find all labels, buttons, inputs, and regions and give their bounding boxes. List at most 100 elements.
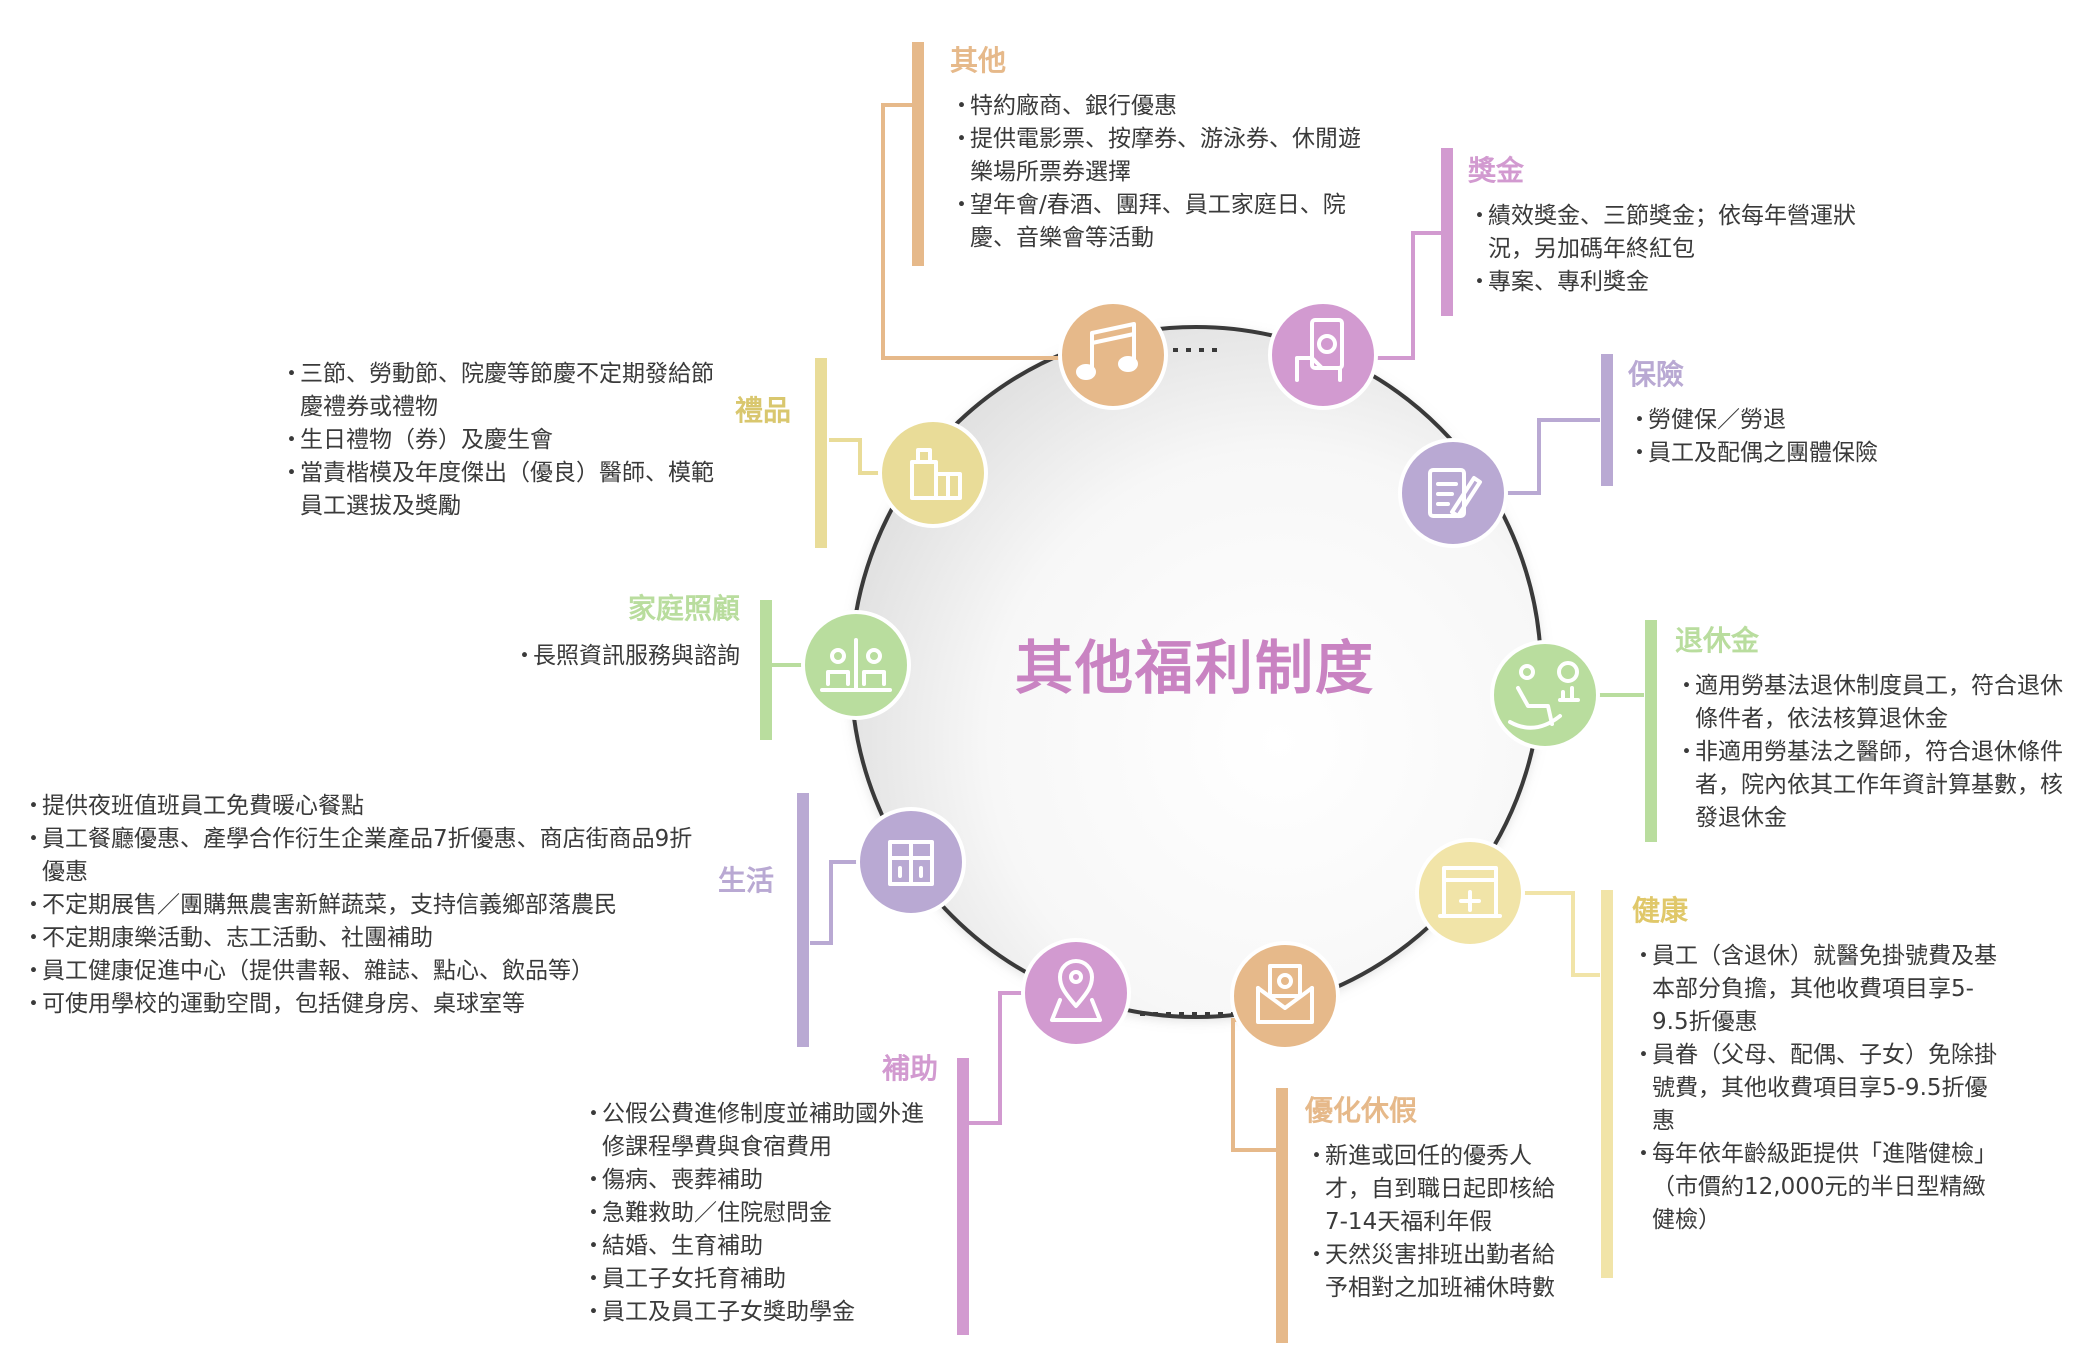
- list-item: 生日禮物（券）及慶生會: [280, 424, 720, 457]
- list-item: 每年依年齡級距提供「進階健檢」（市價約12,000元的半日型精緻健檢）: [1632, 1138, 2007, 1237]
- list-gifts: 三節、勞動節、院慶等節慶不定期發給節慶禮券或禮物生日禮物（券）及慶生會當責楷模及…: [280, 358, 720, 523]
- envelope-icon: [1256, 964, 1314, 1024]
- connector-other: [881, 103, 1064, 360]
- list-item: 適用勞基法退休制度員工，符合退休條件者，依法核算退休金: [1675, 670, 2075, 736]
- badge-leave[interactable]: [1230, 941, 1340, 1051]
- block-other: 其他 特約廠商、銀行優惠提供電影票、按摩券、游泳券、休閒遊樂場所票券選擇望年會/…: [950, 42, 1370, 255]
- list-family: 長照資訊服務與諮詢: [430, 640, 740, 673]
- list-life: 提供夜班值班員工免費暖心餐點員工餐廳優惠、產學合作衍生企業產品7折優惠、商店街商…: [22, 790, 712, 1021]
- connector-gifts: [829, 438, 887, 475]
- list-item: 當責楷模及年度傑出（優良）醫師、模範員工選拔及獎勵: [280, 457, 720, 523]
- badge-health[interactable]: [1415, 838, 1525, 948]
- connector-insurance: [1497, 418, 1600, 495]
- list-item: 急難救助／住院慰問金: [582, 1197, 944, 1230]
- connector-lines: [760, 42, 1657, 1343]
- list-item: 長照資訊服務與諮詢: [430, 640, 740, 673]
- list-item: 提供電影票、按摩券、游泳券、休閒遊樂場所票券選擇: [950, 123, 1370, 189]
- list-item: 不定期康樂活動、志工活動、社團補助: [22, 922, 712, 955]
- map-pin-icon: [1050, 959, 1102, 1022]
- block-gifts: 三節、勞動節、院慶等節慶不定期發給節慶禮券或禮物生日禮物（券）及慶生會當責楷模及…: [280, 358, 720, 523]
- list-item: 結婚、生育補助: [582, 1230, 944, 1263]
- list-item: 員工健康促進中心（提供書報、雜誌、點心、飲品等）: [22, 955, 712, 988]
- list-item: 不定期展售／團購無農害新鮮蔬菜，支持信義鄉部落農民: [22, 889, 712, 922]
- badge-bonus[interactable]: [1268, 300, 1378, 410]
- block-leave: 優化休假 新進或回任的優秀人才，自到職日起即核給7-14天福利年假天然災害排班出…: [1305, 1092, 1575, 1305]
- rocking-chair-icon: [1508, 661, 1580, 730]
- bar-other: [912, 42, 924, 266]
- title-bonus: 獎金: [1468, 154, 1525, 187]
- list-other: 特約廠商、銀行優惠提供電影票、按摩券、游泳券、休閒遊樂場所票券選擇望年會/春酒、…: [950, 90, 1370, 255]
- block-subsidy: 補助 公假公費進修制度並補助國外進修課程學費與食宿費用傷病、喪葬補助急難救助／住…: [582, 1050, 944, 1329]
- list-item: 員眷（父母、配偶、子女）免除掛號費，其他收費項目享5-9.5折優惠: [1632, 1039, 2007, 1138]
- badge-life[interactable]: [856, 807, 966, 917]
- gift-icon: [910, 448, 962, 500]
- block-family: 長照資訊服務與諮詢: [430, 640, 740, 673]
- list-subsidy: 公假公費進修制度並補助國外進修課程學費與食宿費用傷病、喪葬補助急難救助／住院慰問…: [582, 1098, 944, 1329]
- connector-bonus: [1364, 231, 1441, 360]
- list-item: 三節、勞動節、院慶等節慶不定期發給節慶禮券或禮物: [280, 358, 720, 424]
- list-item: 績效獎金、三節獎金；依每年營運狀況，另加碼年終紅包: [1468, 200, 1878, 266]
- list-bonus: 績效獎金、三節獎金；依每年營運狀況，另加碼年終紅包專案、專利獎金: [1468, 200, 1878, 299]
- title-insurance: 保險: [1628, 358, 1685, 391]
- connector-life: [810, 860, 866, 945]
- list-leave: 新進或回任的優秀人才，自到職日起即核給7-14天福利年假天然災害排班出勤者給予相…: [1305, 1140, 1575, 1305]
- center-disc: [851, 327, 1541, 1017]
- block-health: 健康 員工（含退休）就醫免掛號費及基本部分負擔，其他收費項目享5-9.5折優惠員…: [1632, 892, 2007, 1237]
- badge-insurance[interactable]: [1398, 438, 1508, 548]
- title-gifts: 禮品: [735, 394, 792, 427]
- list-item: 勞健保／勞退: [1628, 404, 1958, 437]
- center-title: 其他福利制度: [1014, 634, 1375, 702]
- badge-gifts[interactable]: [878, 418, 988, 528]
- title-life: 生活: [718, 864, 775, 897]
- list-item: 專案、專利獎金: [1468, 266, 1878, 299]
- bar-insurance: [1601, 354, 1613, 486]
- bar-family: [760, 600, 772, 740]
- list-item: 傷病、喪葬補助: [582, 1164, 944, 1197]
- bar-leave: [1276, 1088, 1288, 1343]
- hospital-icon: [1438, 866, 1502, 918]
- badge-retirement[interactable]: [1490, 640, 1600, 750]
- bar-life: [797, 793, 809, 1047]
- badge-subsidy[interactable]: [1021, 938, 1131, 1048]
- bar-bonus: [1441, 148, 1453, 316]
- document-pen-icon: [1428, 468, 1482, 518]
- list-item: 員工（含退休）就醫免掛號費及基本部分負擔，其他收費項目享5-9.5折優惠: [1632, 940, 2007, 1039]
- money-hand-icon: [1295, 318, 1344, 382]
- list-item: 員工餐廳優惠、產學合作衍生企業產品7折優惠、商店街商品9折優惠: [22, 823, 712, 889]
- bar-subsidy: [957, 1058, 969, 1335]
- list-item: 員工及配偶之團體保險: [1628, 437, 1958, 470]
- badge-family[interactable]: [801, 610, 911, 720]
- list-item: 新進或回任的優秀人才，自到職日起即核給7-14天福利年假: [1305, 1140, 1575, 1239]
- list-item: 非適用勞基法之醫師，符合退休條件者，院內依其工作年資計算基數，核發退休金: [1675, 736, 2075, 835]
- badge-other[interactable]: [1058, 300, 1168, 410]
- title-family: 家庭照顧: [627, 592, 740, 625]
- music-icon: [1076, 322, 1138, 380]
- bar-retirement: [1645, 620, 1657, 842]
- family-care-icon: [820, 638, 892, 692]
- title-retirement: 退休金: [1675, 624, 1760, 657]
- block-life: 提供夜班值班員工免費暖心餐點員工餐廳優惠、產學合作衍生企業產品7折優惠、商店街商…: [22, 790, 712, 1021]
- list-item: 員工及員工子女獎助學金: [582, 1296, 944, 1329]
- connector-subsidy: [962, 991, 1028, 1125]
- list-item: 望年會/春酒、團拜、員工家庭日、院慶、音樂會等活動: [950, 189, 1370, 255]
- block-insurance: 保險 勞健保／勞退員工及配偶之團體保險: [1628, 356, 1958, 470]
- list-item: 提供夜班值班員工免費暖心餐點: [22, 790, 712, 823]
- building-icon: [888, 840, 934, 886]
- title-health: 健康: [1632, 894, 1689, 927]
- connector-health: [1513, 891, 1600, 977]
- block-retirement: 退休金 適用勞基法退休制度員工，符合退休條件者，依法核算退休金非適用勞基法之醫師…: [1675, 622, 2075, 835]
- list-item: 天然災害排班出勤者給予相對之加班補休時數: [1305, 1239, 1575, 1305]
- block-bonus: 獎金 績效獎金、三節獎金；依每年營運狀況，另加碼年終紅包專案、專利獎金: [1468, 152, 1878, 299]
- list-item: 員工子女托育補助: [582, 1263, 944, 1296]
- bar-gifts: [815, 358, 827, 548]
- title-leave: 優化休假: [1305, 1094, 1418, 1127]
- list-item: 特約廠商、銀行優惠: [950, 90, 1370, 123]
- list-health: 員工（含退休）就醫免掛號費及基本部分負擔，其他收費項目享5-9.5折優惠員眷（父…: [1632, 940, 2007, 1237]
- list-item: 公假公費進修制度並補助國外進修課程學費與食宿費用: [582, 1098, 944, 1164]
- list-insurance: 勞健保／勞退員工及配偶之團體保險: [1628, 404, 1958, 470]
- title-other: 其他: [950, 44, 1007, 77]
- list-item: 可使用學校的運動空間，包括健身房、桌球室等: [22, 988, 712, 1021]
- title-subsidy: 補助: [881, 1052, 938, 1085]
